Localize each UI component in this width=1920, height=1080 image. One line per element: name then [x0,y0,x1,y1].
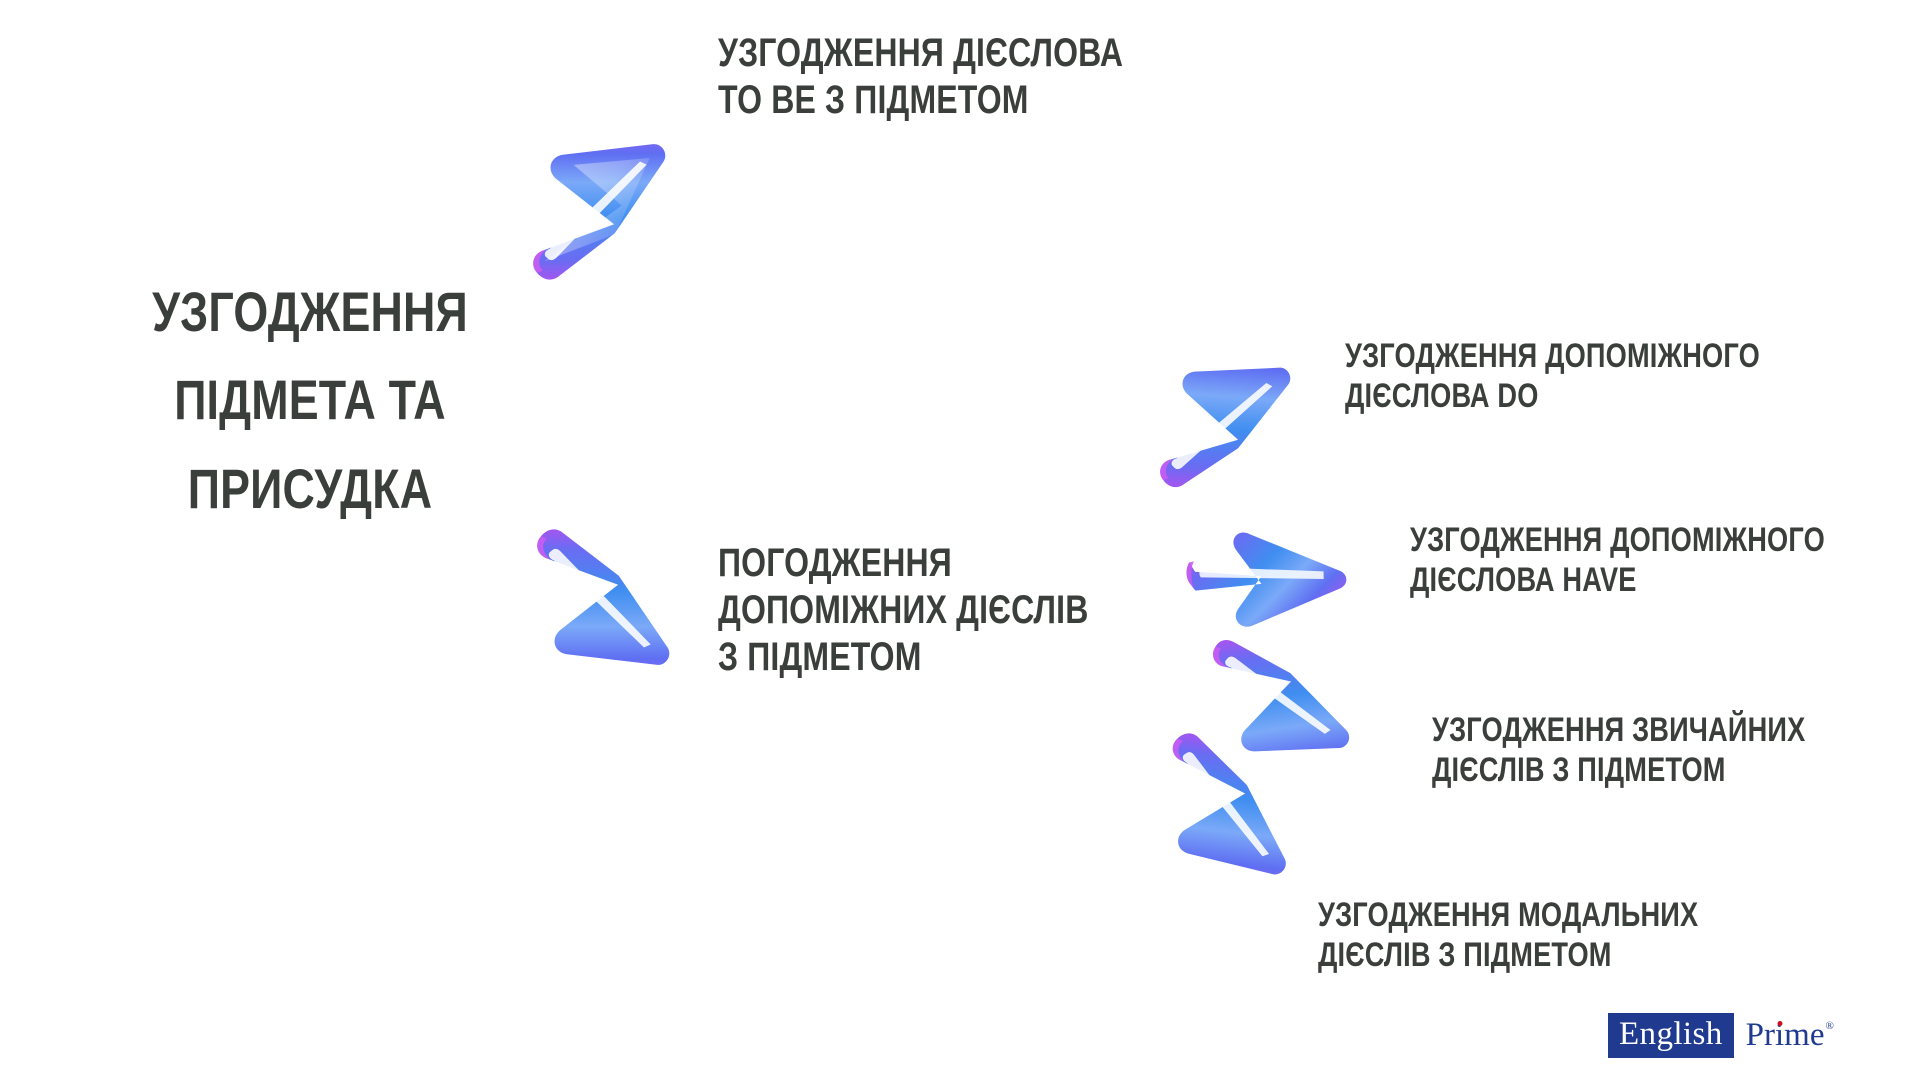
logo-prime-i-letter: i [1775,1019,1784,1052]
branch-label-to-be: УЗГОДЖЕННЯ ДІЄСЛОВА TO BE З ПІДМЕТОМ [718,31,1124,123]
logo-prime-i-glyph: i [1774,1017,1785,1053]
registered-trademark-icon: ® [1825,1020,1834,1032]
arrow-up-right-icon-do [1112,316,1317,498]
branch-label-auxiliary: ПОГОДЖЕННЯ ДОПОМІЖНИХ ДІЄСЛІВ З ПІДМЕТОМ [718,541,1089,680]
arrow-right-icon-have [1181,522,1353,637]
branch-label-modal: УЗГОДЖЕННЯ МОДАЛЬНИХ ДІЄСЛІВ З ПІДМЕТОМ [1318,896,1699,975]
arrow-down-right-icon-regular [1173,632,1373,800]
arrow-down-right-icon-modal [1110,721,1322,923]
branch-label-regular: УЗГОДЖЕННЯ ЗВИЧАЙНИХ ДІЄСЛІВ З ПІДМЕТОМ [1432,711,1806,790]
logo-english-text: English [1619,1016,1723,1052]
branch-label-aux-do: УЗГОДЖЕННЯ ДОПОМІЖНОГО ДІЄСЛОВА DO [1345,337,1760,416]
logo-prime-pre: Pr [1745,1017,1775,1053]
logo-prime-i-dot [1777,1021,1783,1026]
arrow-up-right-icon-to-be [477,90,698,292]
logo-prime-post: me [1784,1017,1825,1053]
root-node-label: УЗГОДЖЕННЯ ПІДМЕТА ТА ПРИСУДКА [152,280,468,520]
arrow-down-right-icon-auxiliary [481,517,702,719]
branch-label-aux-have: УЗГОДЖЕННЯ ДОПОМІЖНОГО ДІЄСЛОВА HAVE [1410,521,1825,600]
logo-english-box: English [1608,1013,1734,1058]
